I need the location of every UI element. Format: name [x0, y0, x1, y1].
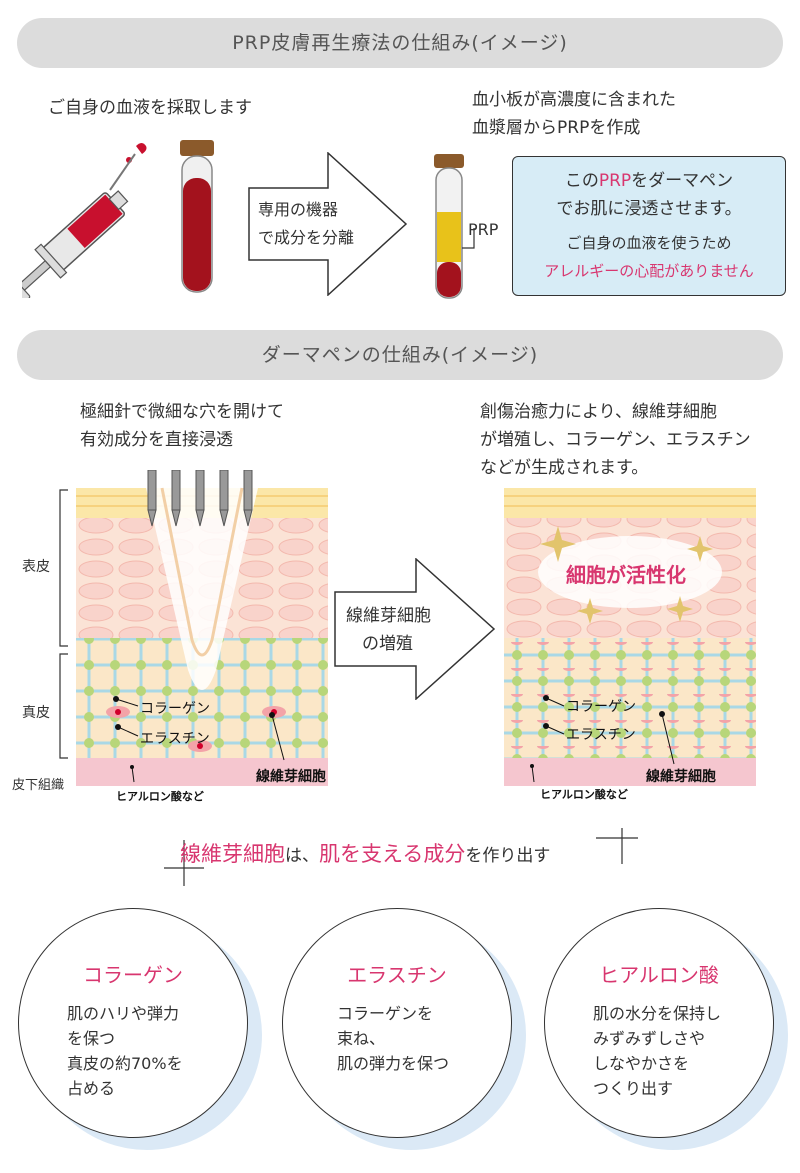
- circle-elastin-line3: 肌の弾力を保つ: [337, 1051, 449, 1076]
- activation-label: 細胞が活性化: [566, 559, 686, 588]
- circle-collagen-line2: を保つ: [67, 1026, 183, 1051]
- section-header-prp: PRP皮膚再生療法の仕組み(イメージ): [17, 18, 783, 68]
- hyaluronic-label-right: ヒアルロン酸など: [540, 786, 628, 802]
- step1-text: ご自身の血液を採取します: [48, 94, 252, 122]
- step2-text-2: 血漿層からPRPを作成: [472, 114, 676, 142]
- fibroblast-label-right: 線維芽細胞: [646, 766, 716, 786]
- right-text-1: 創傷治癒力により、線維芽細胞: [480, 398, 751, 426]
- circle-collagen-line1: 肌のハリや弾力: [67, 1001, 183, 1026]
- syringe-illustration: [22, 138, 167, 298]
- section-title-prp: PRP皮膚再生療法の仕組み(イメージ): [232, 32, 568, 54]
- section-header-dermapen: ダーマペンの仕組み(イメージ): [17, 330, 783, 380]
- prp-info-box: このPRPをダーマペン でお肌に浸透させます。 ご自身の血液を使うため アレルギ…: [512, 156, 786, 296]
- elastin-label-left: エラスチン: [140, 728, 210, 748]
- summary-part1: 線維芽細胞: [180, 842, 285, 866]
- elastin-label-right: エラスチン: [566, 724, 636, 744]
- circle-hyaluronic-line2: みずみずしさや: [593, 1026, 721, 1051]
- circle-collagen-line4: 占める: [67, 1076, 183, 1101]
- collagen-label-left: コラーゲン: [140, 698, 210, 718]
- box-line2: でお肌に浸透させます。: [513, 195, 785, 223]
- circle-hyaluronic-line3: しなやかさを: [593, 1051, 721, 1076]
- summary-heading: 線維芽細胞は、肌を支える成分を作り出す: [180, 838, 550, 872]
- left-text-1: 極細針で微細な穴を開けて: [80, 398, 284, 426]
- step2-text-1: 血小板が高濃度に含まれた: [472, 86, 676, 114]
- summary-part2: は、: [285, 846, 319, 866]
- hyaluronic-label-left: ヒアルロン酸など: [116, 788, 204, 804]
- circle-collagen: コラーゲン 肌のハリや弾力 を保つ 真皮の約70%を 占める: [18, 908, 248, 1138]
- summary-part3: 肌を支える成分: [319, 842, 465, 866]
- prp-label: PRP: [468, 216, 498, 244]
- box-line1-a: この: [565, 171, 599, 191]
- separation-label-1: 専用の機器: [258, 196, 354, 224]
- right-text-2: が増殖し、コラーゲン、エラスチン: [480, 426, 751, 454]
- proliferation-arrow: 線維芽細胞 の増殖: [334, 558, 496, 700]
- circle-hyaluronic-title: ヒアルロン酸: [545, 959, 773, 988]
- left-text-2: 有効成分を直接浸透: [80, 426, 284, 454]
- circle-hyaluronic-line4: つくり出す: [593, 1076, 721, 1101]
- box-line4: アレルギーの心配がありません: [513, 257, 785, 285]
- epidermis-label: 表皮: [22, 556, 50, 576]
- box-line1-prp: PRP: [599, 171, 631, 191]
- subcutaneous-label: 皮下組織: [12, 774, 64, 793]
- fibroblast-label-left: 線維芽細胞: [256, 766, 326, 786]
- circle-collagen-title: コラーゲン: [19, 959, 247, 988]
- collagen-label-right: コラーゲン: [566, 696, 636, 716]
- summary-part4: を作り出す: [465, 846, 550, 866]
- circle-elastin-line1: コラーゲンを: [337, 1001, 449, 1026]
- box-line1-c: をダーマペン: [631, 171, 733, 191]
- circle-elastin: エラスチン コラーゲンを 束ね、 肌の弾力を保つ: [282, 908, 512, 1138]
- circle-collagen-line3: 真皮の約70%を: [67, 1051, 183, 1076]
- blood-tube: [172, 138, 222, 300]
- circle-elastin-line2: 束ね、: [337, 1026, 449, 1051]
- circle-hyaluronic: ヒアルロン酸 肌の水分を保持し みずみずしさや しなやかさを つくり出す: [544, 908, 774, 1138]
- layer-brackets: [56, 488, 70, 788]
- separation-arrow: 専用の機器 で成分を分離: [248, 152, 408, 296]
- proliferation-label-1: 線維芽細胞: [346, 602, 431, 630]
- circle-hyaluronic-line1: 肌の水分を保持し: [593, 1001, 721, 1026]
- proliferation-label-2: の増殖: [346, 630, 431, 658]
- section-title-dermapen: ダーマペンの仕組み(イメージ): [262, 344, 538, 366]
- box-line3: ご自身の血液を使うため: [513, 229, 785, 257]
- right-text-3: などが生成されます。: [480, 454, 751, 482]
- separation-label-2: で成分を分離: [258, 224, 354, 252]
- dermis-label: 真皮: [22, 702, 50, 722]
- circle-elastin-title: エラスチン: [283, 959, 511, 988]
